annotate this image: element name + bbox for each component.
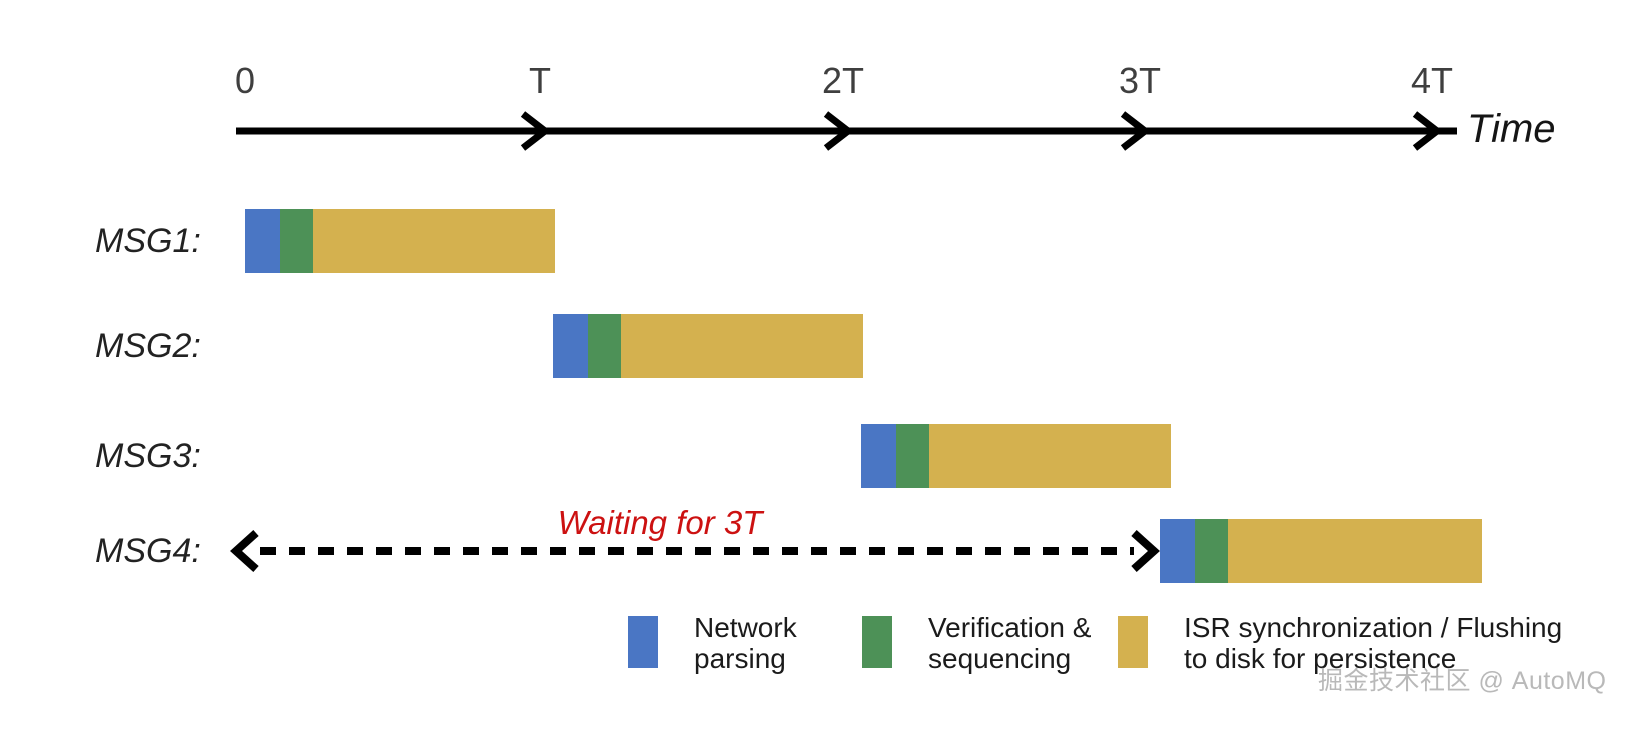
axis-arrowhead-3t	[1120, 111, 1151, 151]
bar-msg3	[861, 424, 1171, 488]
legend-item-isr-flush: ISR synchronization / Flushing to disk f…	[1118, 612, 1562, 675]
segment-isr-flush	[929, 424, 1171, 488]
watermark: 掘金技术社区 @ AutoMQ	[1318, 667, 1607, 695]
row-label-msg4: MSG4:	[95, 532, 201, 570]
axis-arrowhead-4t	[1412, 111, 1443, 151]
segment-isr-flush	[313, 209, 555, 273]
segment-isr-flush	[621, 314, 863, 378]
axis-tick-t: T	[529, 60, 551, 101]
segment-verification-sequencing	[1195, 519, 1228, 583]
bar-msg2	[553, 314, 863, 378]
legend-label-verification-sequencing: Verification & sequencing	[928, 612, 1092, 675]
legend-item-verification-sequencing: Verification & sequencing	[862, 612, 1091, 675]
segment-network-parsing	[245, 209, 280, 273]
row-label-msg2: MSG2:	[95, 327, 201, 365]
bar-msg4	[1160, 519, 1482, 583]
segment-network-parsing	[861, 424, 896, 488]
segment-isr-flush	[1228, 519, 1482, 583]
waiting-arrowhead-right	[1131, 530, 1160, 572]
legend-swatch-verification-sequencing	[862, 616, 892, 668]
axis-tick-0: 0	[234, 60, 256, 101]
legend-swatch-isr-flush	[1118, 616, 1148, 668]
row-label-msg3: MSG3:	[95, 437, 201, 475]
axis-arrowhead-t	[520, 111, 551, 151]
axis-tick-2t: 2T	[821, 60, 865, 101]
segment-verification-sequencing	[896, 424, 929, 488]
axis-tick-4t: 4T	[1410, 60, 1454, 101]
bar-msg1	[245, 209, 555, 273]
legend: Network parsing Verification & sequencing…	[0, 612, 1632, 712]
axis-arrowhead-2t	[823, 111, 854, 151]
row-label-msg1: MSG1:	[95, 222, 201, 260]
segment-verification-sequencing	[588, 314, 621, 378]
segment-network-parsing	[1160, 519, 1195, 583]
legend-label-isr-flush: ISR synchronization / Flushing to disk f…	[1184, 612, 1563, 675]
axis-time-label: Time	[1467, 107, 1556, 151]
axis-tick-3t: 3T	[1118, 60, 1162, 101]
legend-item-network-parsing: Network parsing	[628, 612, 797, 675]
segment-verification-sequencing	[280, 209, 313, 273]
segment-network-parsing	[553, 314, 588, 378]
legend-swatch-network-parsing	[628, 616, 658, 668]
waiting-for-3t-label: Waiting for 3T	[557, 504, 763, 541]
legend-label-network-parsing: Network parsing	[694, 612, 797, 675]
waiting-arrowhead-left	[230, 530, 259, 572]
